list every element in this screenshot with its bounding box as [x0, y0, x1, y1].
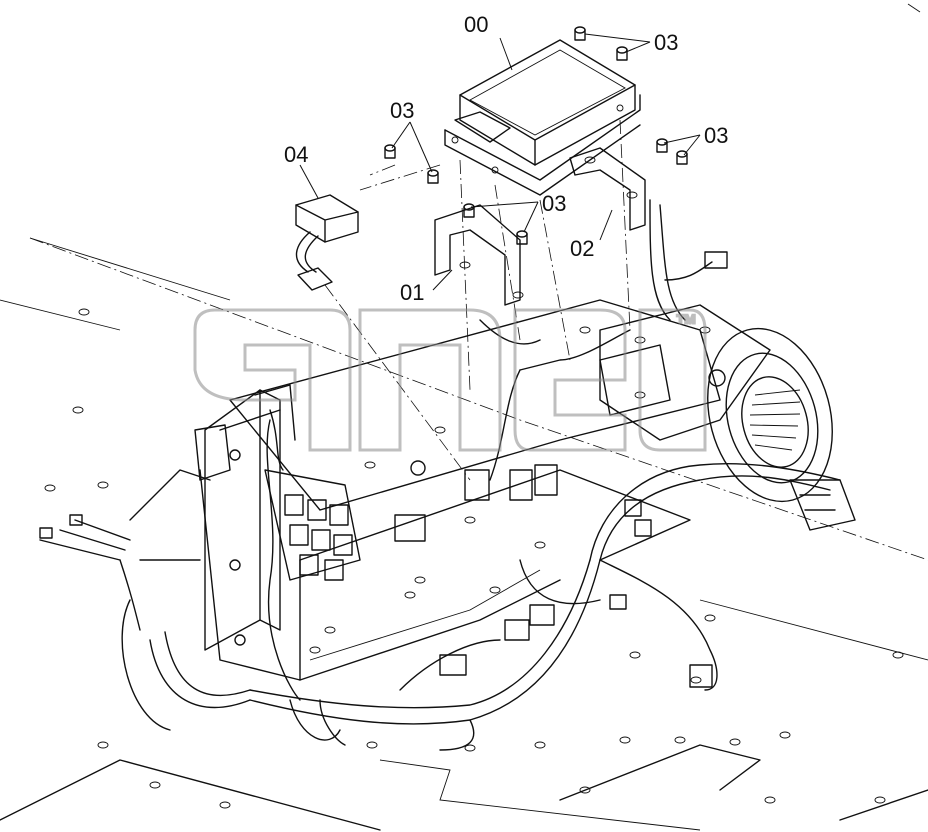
bolt: [616, 46, 628, 61]
watermark-logo: ™: [193, 308, 707, 452]
watermark-trademark: ™: [675, 310, 697, 335]
relay-bracket: [129, 384, 361, 651]
label-part-00: 00: [464, 12, 488, 37]
bolt: [384, 144, 396, 159]
label-part-04: 04: [284, 142, 308, 167]
main-tray: [199, 299, 726, 681]
part-01-bracket: [434, 204, 524, 306]
part-04-module: [295, 194, 359, 291]
bolt: [574, 26, 586, 41]
bolt: [656, 138, 668, 153]
wire-harness: [39, 199, 841, 751]
leader-lines: [299, 33, 701, 291]
label-part-03: 03: [654, 30, 678, 55]
part-03-bolts: [384, 26, 688, 245]
label-part-03: 03: [542, 191, 566, 216]
label-part-01: 01: [400, 280, 424, 305]
floor-holes: [44, 308, 904, 809]
bolt: [676, 150, 688, 165]
motor-housing: [599, 304, 856, 531]
corner-mark: [907, 3, 921, 13]
label-part-02: 02: [570, 236, 594, 261]
bolt: [516, 230, 528, 245]
part-02-bracket: [569, 147, 646, 231]
floor-plate: [0, 237, 928, 831]
part-labels: 00 03 03 03 03 04 01 02: [284, 12, 728, 305]
part-00-ecu-unit: [444, 39, 641, 196]
label-part-03: 03: [704, 123, 728, 148]
label-part-03: 03: [390, 98, 414, 123]
assembly-lines: [324, 119, 631, 481]
bolt: [427, 169, 439, 184]
